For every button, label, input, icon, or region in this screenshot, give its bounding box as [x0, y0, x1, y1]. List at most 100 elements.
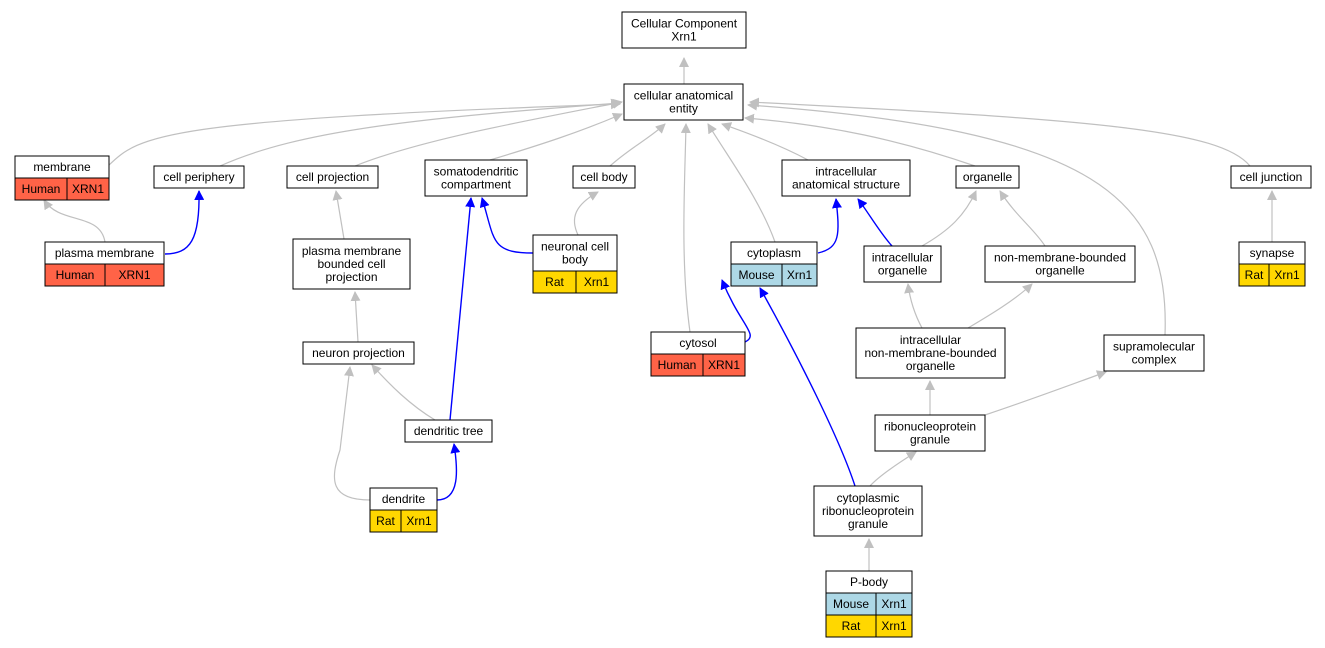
term-label: cytoplasm — [747, 246, 801, 260]
term-box — [984, 245, 1136, 283]
term-label: membrane — [33, 160, 91, 174]
gene-cell — [575, 270, 618, 294]
term-label: dendrite — [382, 492, 426, 506]
annotation-edge — [759, 287, 856, 487]
term-box — [813, 485, 923, 537]
is-a-edge — [609, 123, 666, 167]
species-label: Rat — [842, 619, 861, 633]
term-box — [1103, 334, 1205, 372]
term-label: non-membrane-bounded — [864, 346, 996, 360]
term-box — [404, 419, 493, 443]
is-a-edge — [107, 99, 621, 167]
term-label: cell junction — [1240, 170, 1303, 184]
term-box — [621, 11, 747, 49]
is-a-edge — [43, 199, 106, 243]
term-box — [153, 165, 245, 189]
term-node-cell-projection[interactable]: cell projection — [286, 165, 379, 189]
term-label: ribonucleoprotein — [822, 504, 914, 518]
term-node-organelle[interactable]: organelle — [955, 165, 1020, 189]
gene-cell — [104, 263, 165, 287]
term-label: ribonucleoprotein — [884, 420, 976, 434]
is-a-edge — [721, 122, 809, 161]
gene-label: Xrn1 — [881, 597, 907, 611]
term-label: complex — [1132, 353, 1177, 367]
gene-label: Xrn1 — [787, 268, 813, 282]
species-label: Human — [56, 268, 95, 282]
term-box — [572, 165, 636, 189]
gene-label: Xrn1 — [406, 514, 432, 528]
species-label: Human — [22, 182, 61, 196]
term-label: granule — [910, 433, 950, 447]
term-label: P-body — [850, 575, 888, 589]
term-label: granule — [848, 517, 888, 531]
gene-label: XRN1 — [72, 182, 104, 196]
term-label: cytosol — [679, 336, 716, 350]
term-node-cell-body[interactable]: cell body — [572, 165, 636, 189]
term-node-cell-periphery[interactable]: cell periphery — [153, 165, 245, 189]
species-label: Rat — [376, 514, 395, 528]
species-label: Human — [658, 358, 697, 372]
term-label: intracellular — [815, 165, 876, 179]
term-node-inmbo[interactable]: intracellularnon-membrane-boundedorganel… — [855, 327, 1006, 379]
term-box — [424, 159, 528, 197]
term-label: Cellular Component — [631, 17, 738, 31]
is-a-edge — [707, 123, 776, 243]
term-box — [623, 83, 744, 121]
annotation-edge — [817, 198, 842, 254]
term-label: anatomical structure — [792, 178, 900, 192]
gene-label: XRN1 — [118, 268, 150, 282]
gene-cell — [400, 509, 438, 533]
term-label: supramolecular — [1113, 340, 1195, 354]
is-a-edge — [967, 283, 1033, 329]
annotation-edge — [449, 197, 476, 421]
term-box — [286, 165, 379, 189]
term-node-neuron-projection[interactable]: neuron projection — [302, 341, 415, 365]
term-box — [855, 327, 1006, 379]
term-label: Xrn1 — [671, 30, 697, 44]
term-label: compartment — [441, 178, 512, 192]
term-label: dendritic tree — [414, 424, 484, 438]
gene-cell — [1268, 263, 1306, 287]
term-label: bounded cell — [317, 257, 385, 271]
term-label: intracellular — [872, 251, 933, 265]
term-node-cell-junction[interactable]: cell junction — [1230, 165, 1312, 189]
is-a-edge — [332, 190, 345, 240]
is-a-edge — [371, 364, 436, 421]
term-label: neuronal cell — [541, 240, 609, 254]
term-label: organelle — [1035, 264, 1085, 278]
term-label: cell body — [580, 170, 627, 184]
annotation-edge — [857, 198, 893, 247]
species-label: Mouse — [738, 268, 774, 282]
annotation-edge — [479, 197, 534, 254]
annotation-edge — [720, 279, 751, 343]
species-label: Mouse — [833, 597, 869, 611]
term-box — [302, 341, 415, 365]
term-label: somatodendritic — [434, 165, 519, 179]
term-label: organelle — [906, 359, 956, 373]
edge-layer — [43, 57, 1277, 571]
annotation-edge — [164, 190, 205, 255]
term-node-dendritic-tree[interactable]: dendritic tree — [404, 419, 493, 443]
is-a-edge — [333, 366, 371, 501]
term-label: plasma membrane — [55, 246, 155, 260]
gene-cell — [66, 177, 110, 201]
